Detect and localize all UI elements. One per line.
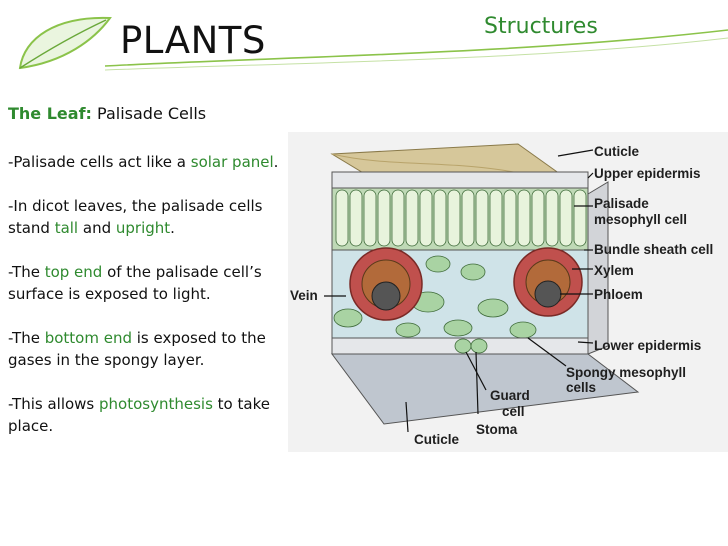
heading-topic: Palisade Cells: [97, 104, 207, 123]
guard-cell-stoma: [454, 338, 488, 354]
page-title: PLANTS: [120, 19, 266, 62]
label-palisade-1: Palisade: [594, 196, 649, 211]
label-vein: Vein: [290, 288, 318, 303]
heading-lead: The Leaf:: [8, 104, 92, 123]
bullet-text: -In dicot leaves, the palisade cells sta…: [8, 197, 263, 237]
label-spongy-1: Spongy mesophyll: [566, 365, 686, 380]
label-guard-1: Guard: [490, 388, 530, 403]
header-swoosh-decoration: [104, 29, 728, 71]
highlight-term: solar panel: [190, 153, 274, 171]
bullet-text: -The: [8, 329, 45, 347]
bullet-text: is exposed to the gases in the spongy la…: [8, 329, 266, 369]
label-xylem: Xylem: [594, 263, 634, 278]
bullet-text: .: [170, 219, 175, 237]
bullet-solar-panel: -Palisade cells act like a solar panel.: [8, 151, 284, 173]
bullet-bottom-end: -The bottom end is exposed to the gases …: [8, 327, 284, 371]
bullet-text: -Palisade cells act like a: [8, 153, 191, 171]
leaf-icon: [18, 16, 112, 70]
section-tag: Structures: [484, 14, 598, 39]
label-cuticle-bottom: Cuticle: [414, 432, 460, 447]
highlight-term: photosynthesis: [99, 395, 213, 413]
bullet-tall-upright: -In dicot leaves, the palisade cells sta…: [8, 195, 284, 239]
bullet-top-end: -The top end of the palisade cell’s surf…: [8, 261, 284, 305]
label-upper-epidermis: Upper epidermis: [594, 166, 701, 181]
highlight-term: tall: [54, 219, 79, 237]
vein-left: [349, 247, 423, 321]
bullet-text: .: [273, 153, 279, 171]
leader-lines: [324, 149, 594, 433]
bullet-text: -This allows: [8, 395, 100, 413]
bullet-text: of the palisade cell’s surface is expose…: [8, 263, 262, 303]
vein-right: [513, 247, 583, 317]
highlight-term: bottom end: [44, 329, 132, 347]
bullet-text: and: [78, 219, 116, 237]
label-stoma: Stoma: [476, 422, 518, 437]
upper-epidermis-layer: [331, 171, 589, 189]
label-guard-2: cell: [502, 404, 525, 419]
bullet-text: -The: [8, 263, 45, 281]
spongy-cells: [333, 255, 537, 339]
slide-heading: The Leaf: Palisade Cells: [8, 104, 206, 123]
leaf-block: [331, 171, 589, 355]
slide-body: -Palisade cells act like a solar panel. …: [8, 151, 284, 459]
palisade-cells: [335, 189, 587, 247]
highlight-term: upright: [115, 219, 171, 237]
label-bundle-sheath: Bundle sheath cell: [594, 242, 713, 257]
label-cuticle-top: Cuticle: [594, 144, 640, 159]
label-phloem: Phloem: [594, 287, 643, 302]
leaf-cross-section-diagram: Cuticle Upper epidermis Palisade mesophy…: [288, 132, 728, 452]
highlight-term: top end: [44, 263, 103, 281]
label-spongy-2: cells: [566, 380, 596, 395]
label-lower-epidermis: Lower epidermis: [594, 338, 701, 353]
label-palisade-2: mesophyll cell: [594, 212, 687, 227]
bullet-photosynthesis: -This allows photosynthesis to take plac…: [8, 393, 284, 437]
bullet-text: to take place.: [8, 395, 270, 435]
